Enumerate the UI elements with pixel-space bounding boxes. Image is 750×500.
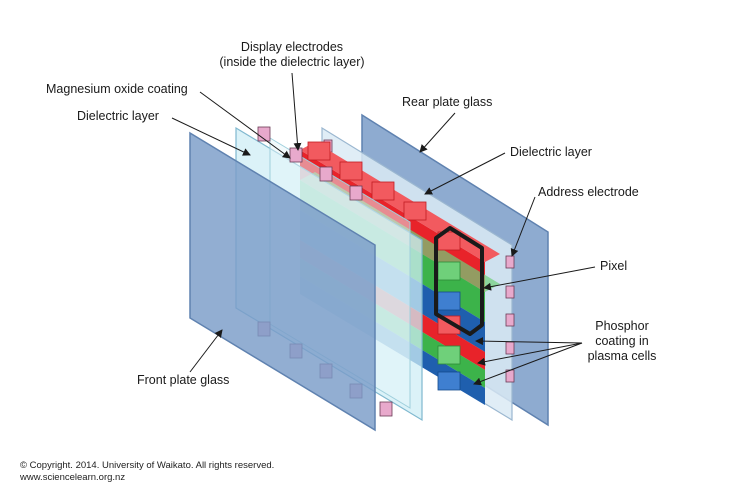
label-magnesium-oxide: Magnesium oxide coating xyxy=(46,82,188,96)
website-text: www.sciencelearn.org.nz xyxy=(20,472,126,483)
leader-lines xyxy=(171,72,596,386)
footer-copyright: © Copyright. 2014. University of Waikato… xyxy=(20,460,274,484)
label-rear-plate-glass: Rear plate glass xyxy=(402,95,492,109)
label-pixel: Pixel xyxy=(600,259,627,273)
label-front-plate-glass: Front plate glass xyxy=(137,373,229,387)
label-dielectric-front: Dielectric layer xyxy=(77,109,159,123)
label-phosphor-3: plasma cells xyxy=(588,349,657,363)
label-address-electrode: Address electrode xyxy=(538,185,639,199)
label-display-electrodes: Display electrodes xyxy=(241,40,343,54)
pixel-outline xyxy=(434,226,484,336)
front-plate-glass xyxy=(189,131,376,432)
label-dielectric-rear: Dielectric layer xyxy=(510,145,592,159)
label-phosphor-1: Phosphor xyxy=(595,319,649,333)
label-phosphor-2: coating in xyxy=(595,334,649,348)
label-display-electrodes-sub: (inside the dielectric layer) xyxy=(219,55,364,69)
copyright-text: © Copyright. 2014. University of Waikato… xyxy=(20,460,275,471)
